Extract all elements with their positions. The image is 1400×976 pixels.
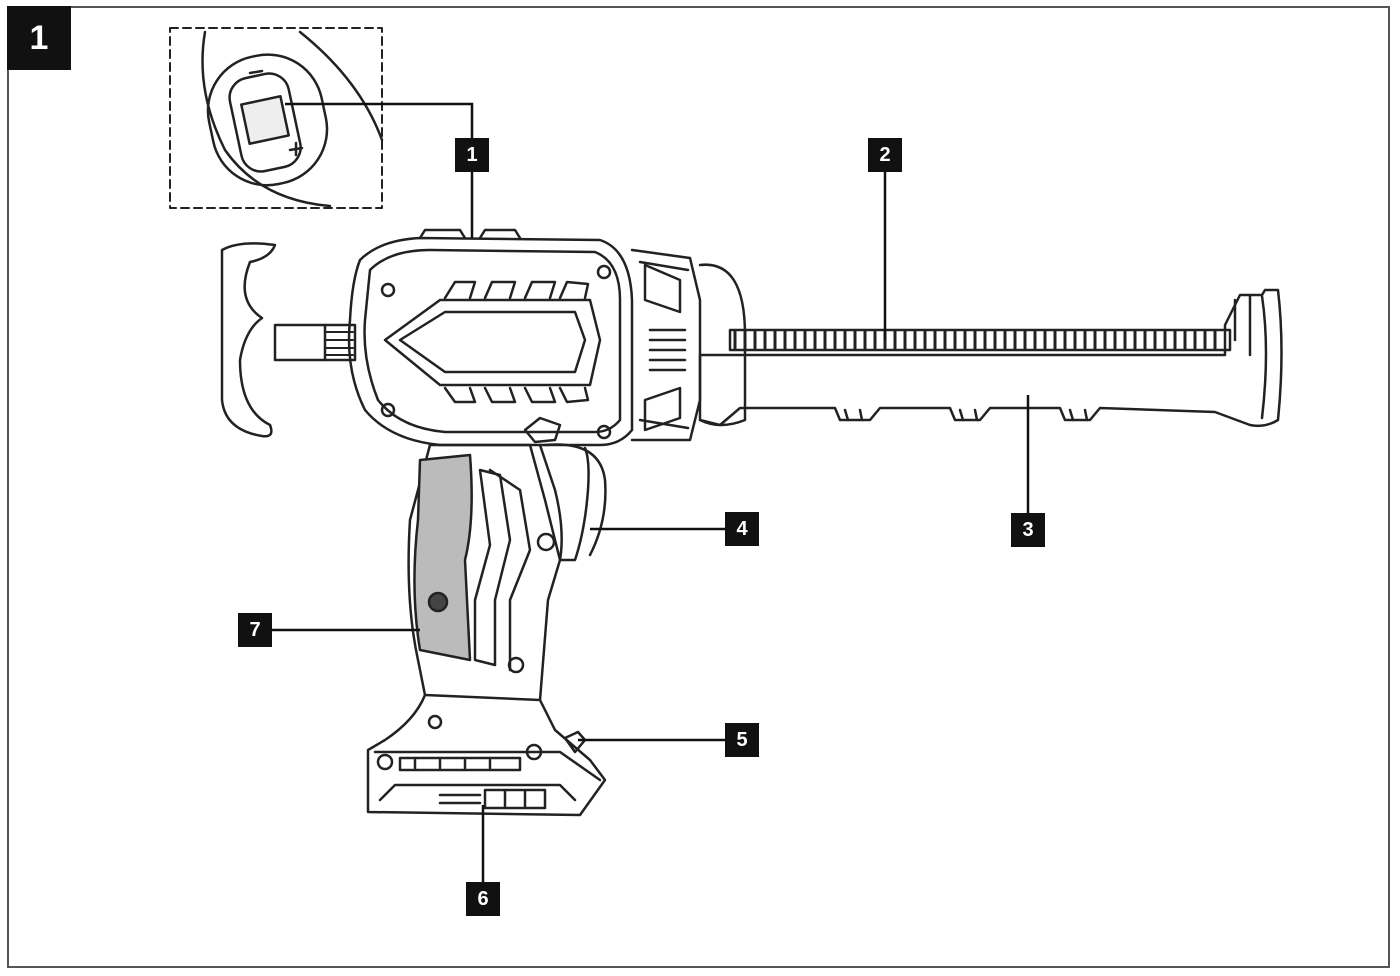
rack-rod-icon (728, 328, 1232, 352)
speed-adjust-switch-icon (201, 30, 384, 208)
figure-number: 1 (7, 6, 71, 70)
inset-box (169, 27, 383, 209)
callout-3: 3 (1011, 513, 1045, 547)
figure-frame (7, 6, 1390, 968)
battery-mount-icon (366, 693, 607, 817)
battery-release-icon (563, 730, 587, 754)
callout-7: 7 (238, 613, 272, 647)
grip-icon (407, 443, 562, 702)
collar-icon (630, 248, 747, 442)
plunger-plate-icon (220, 242, 357, 438)
callout-5: 5 (725, 723, 759, 757)
cartridge-holder-icon (698, 288, 1283, 428)
callout-1: 1 (455, 138, 489, 172)
callout-2: 2 (868, 138, 902, 172)
trigger-icon (536, 443, 607, 562)
callout-6: 6 (466, 882, 500, 916)
motor-housing-icon (347, 228, 634, 447)
leader-lines (272, 102, 1030, 882)
callout-4: 4 (725, 512, 759, 546)
